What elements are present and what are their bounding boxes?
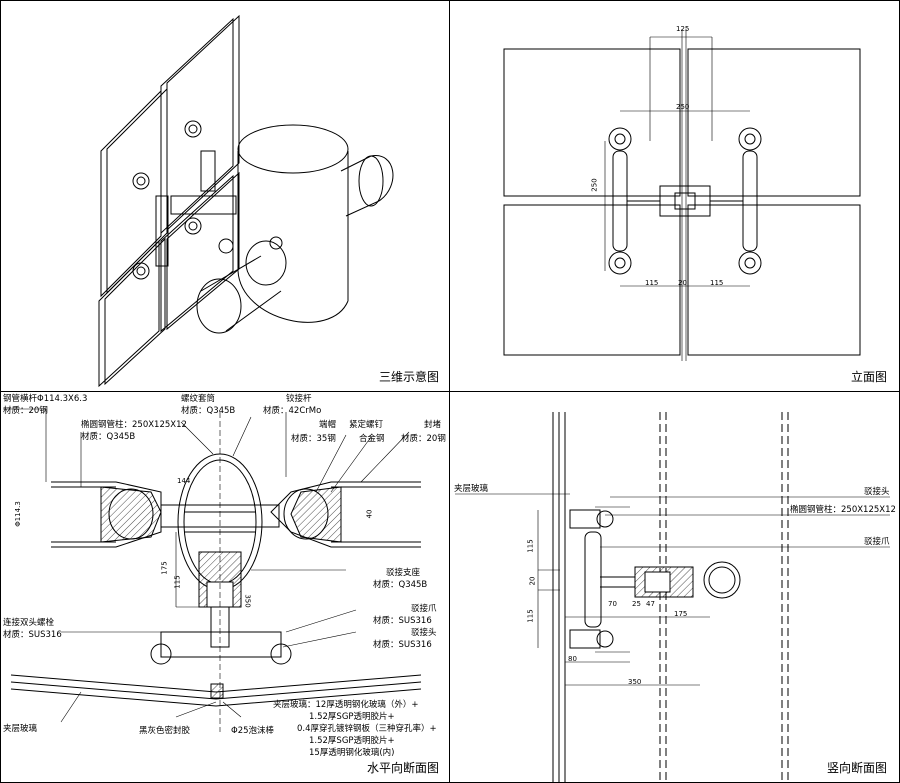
label-head: 驳接头 bbox=[411, 628, 437, 638]
caption-isometric: 三维示意图 bbox=[378, 370, 439, 384]
horiz-dim-350: 350 bbox=[243, 594, 252, 608]
label-hinge: 铰接杆 bbox=[286, 394, 312, 404]
label-spec-4: 1.52厚SGP透明胶片+ bbox=[309, 736, 395, 746]
vert-dim-70: 70 bbox=[608, 600, 617, 608]
label-bolt: 连接双头螺栓 bbox=[3, 618, 55, 628]
label-screw: 紧定螺钉 bbox=[349, 420, 384, 430]
vertical-section-drawing bbox=[455, 412, 890, 782]
label-bolt-mat: 材质：SUS316 bbox=[3, 630, 62, 640]
vert-label-claw: 驳接爪 bbox=[864, 537, 890, 547]
horiz-dim-144: 144 bbox=[177, 477, 191, 485]
label-post: 椭圆钢管柱：250X125X12 bbox=[81, 420, 187, 430]
label-spec-1: 夹层玻璃：12厚透明钢化玻璃（外）+ bbox=[273, 700, 419, 710]
horiz-dim-115: 115 bbox=[173, 575, 182, 589]
horiz-dim-114: Φ114.3 bbox=[13, 501, 22, 527]
panel-elevation: 125 250 250 115 20 115 立面图 bbox=[449, 0, 900, 392]
label-spec-3: 0.4厚穿孔镀锌钢板（三种穿孔率）+ bbox=[297, 724, 437, 734]
label-spec-2: 1.52厚SGP透明胶片+ bbox=[309, 712, 395, 722]
label-screw-mat: 合金钢 bbox=[359, 434, 385, 444]
vert-dim-47: 47 bbox=[646, 600, 655, 608]
caption-elevation: 立面图 bbox=[850, 370, 887, 384]
elev-dim-250-v: 250 bbox=[590, 178, 599, 192]
isometric-drawing bbox=[98, 14, 394, 388]
elevation-drawing bbox=[503, 29, 861, 361]
label-claw: 驳接爪 bbox=[411, 604, 437, 614]
label-glass-left: 夹层玻璃 bbox=[3, 724, 38, 734]
label-claw-mat: 材质：SUS316 bbox=[373, 616, 432, 626]
label-spec-5: 15厚透明钢化玻璃(内) bbox=[309, 748, 395, 758]
vert-dim-175: 175 bbox=[674, 610, 688, 618]
caption-vertical-section: 竖向断面图 bbox=[826, 761, 887, 775]
label-hinge-mat: 材质：42CrMo bbox=[263, 406, 322, 416]
vert-dim-115-a: 115 bbox=[526, 539, 535, 553]
elev-dim-115-b: 115 bbox=[710, 279, 724, 287]
panel-horizontal-section: 钢管横杆Φ114.3X6.3 材质：20钢 椭圆钢管柱：250X125X12 材… bbox=[0, 391, 450, 783]
label-seal-mat: 材质：20钢 bbox=[401, 434, 446, 444]
label-post-mat: 材质：Q345B bbox=[81, 432, 136, 442]
horiz-dim-175: 175 bbox=[160, 561, 169, 575]
label-sleeve-mat: 材质：Q345B bbox=[181, 406, 236, 416]
horiz-dim-40: 40 bbox=[365, 509, 374, 519]
elev-dim-20: 20 bbox=[678, 279, 687, 287]
label-beam-mat: 材质：20钢 bbox=[3, 406, 48, 416]
vert-label-glass: 夹层玻璃 bbox=[454, 484, 489, 494]
vert-dim-25: 25 bbox=[632, 600, 641, 608]
vert-dim-115-b: 115 bbox=[526, 609, 535, 623]
vert-dim-80: 80 bbox=[568, 655, 577, 663]
label-foam: Φ25泡沫棒 bbox=[231, 726, 275, 736]
vert-dim-350: 350 bbox=[628, 678, 642, 686]
panel-vertical-section: 夹层玻璃 驳接头 椭圆钢管柱：250X125X12 驳接爪 115 20 115… bbox=[449, 391, 900, 783]
elev-dim-125: 125 bbox=[676, 25, 690, 33]
vert-label-post: 椭圆钢管柱：250X125X12 bbox=[790, 505, 896, 515]
label-cap: 端帽 bbox=[319, 420, 337, 430]
label-support-mat: 材质：Q345B bbox=[373, 580, 428, 590]
label-sealant: 黑灰色密封胶 bbox=[139, 726, 191, 736]
elev-dim-115-a: 115 bbox=[645, 279, 659, 287]
label-cap-mat: 材质：35钢 bbox=[291, 434, 336, 444]
vert-label-head: 驳接头 bbox=[864, 487, 890, 497]
caption-horizontal-section: 水平向断面图 bbox=[366, 761, 439, 775]
label-head-mat: 材质：SUS316 bbox=[373, 640, 432, 650]
label-sleeve: 螺纹套筒 bbox=[181, 394, 216, 404]
label-beam: 钢管横杆Φ114.3X6.3 bbox=[3, 394, 88, 404]
vert-dim-20: 20 bbox=[528, 576, 537, 586]
label-seal: 封堵 bbox=[424, 420, 442, 430]
elev-dim-250-h: 250 bbox=[676, 103, 690, 111]
panel-isometric: 三维示意图 bbox=[0, 0, 450, 392]
horizontal-section-drawing bbox=[3, 408, 422, 732]
label-support: 驳接支座 bbox=[386, 568, 421, 578]
